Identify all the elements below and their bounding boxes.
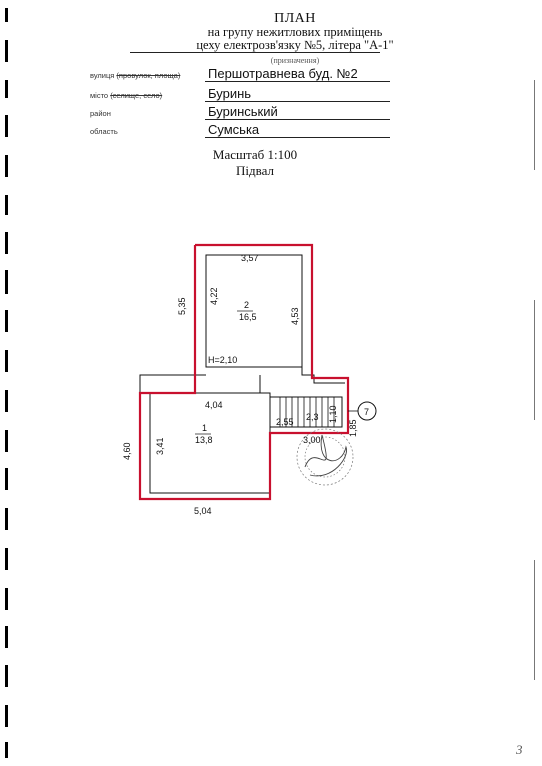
document-subtitle-2: цеху електрозв'язку №5, літера "А-1" <box>196 38 394 52</box>
dim-room1-left-outer: 4,60 <box>122 442 132 460</box>
page-number: 3 <box>516 742 523 757</box>
stair-marker-number: 7 <box>364 407 369 417</box>
binding-marks-left <box>5 0 13 766</box>
height-label: H=2,10 <box>208 355 237 365</box>
document-title: ПЛАН <box>274 11 316 26</box>
district-label: район <box>90 109 111 118</box>
document-subtitle-1: на групу нежитлових приміщень <box>207 25 383 39</box>
binding-marks-right <box>534 0 538 766</box>
dim-stair-a: 2,55 <box>276 417 294 427</box>
address-district-row: район Буринський <box>90 104 390 120</box>
floor-label: Підвал <box>236 163 274 178</box>
region-value: Сумська <box>208 122 260 137</box>
dim-room2-inner-height: 4,22 <box>209 287 219 305</box>
address-region-row: область Сумська <box>90 122 390 138</box>
stamp-signature <box>296 428 354 486</box>
purpose-underline <box>130 52 380 53</box>
street-label: вулиця (провулок, площа) <box>90 71 181 80</box>
dim-room2-right: 4,53 <box>290 307 300 325</box>
room2-area: 16,5 <box>239 312 257 322</box>
city-label: місто (селище, село) <box>90 91 163 100</box>
dim-room2-left-outer: 5,35 <box>177 297 187 315</box>
stair-treads <box>279 397 335 427</box>
room1-number: 1 <box>202 423 207 433</box>
dim-stair-e: 1,85 <box>348 419 358 437</box>
dim-room2-width: 3,57 <box>241 253 259 263</box>
floor-plan: 7 3,57 4,22 5,35 4,53 2 16,5 H=2,10 4,04… <box>122 243 377 516</box>
dim-stair-d: 3,00 <box>303 435 321 445</box>
district-value: Буринський <box>208 104 278 119</box>
city-value: Буринь <box>208 86 252 101</box>
wall-lines <box>139 254 345 494</box>
stair-marker-circle <box>357 401 377 421</box>
address-street-row: вулиця (провулок, площа) Першотравнева б… <box>90 66 390 82</box>
address-city-row: місто (селище, село) Буринь <box>90 86 390 102</box>
boundary-outline <box>138 243 350 501</box>
purpose-caption: (призначення) <box>270 56 320 65</box>
dim-bottom-width: 5,04 <box>194 506 212 516</box>
dim-room1-inner-height: 3,41 <box>155 437 165 455</box>
room1-area: 13,8 <box>195 435 213 445</box>
dim-room1-width-top: 4,04 <box>205 400 223 410</box>
room2-number: 2 <box>244 300 249 310</box>
scale-label: Масштаб 1:100 <box>212 147 298 162</box>
region-label: область <box>90 127 118 136</box>
dim-stair-b: 2,3 <box>306 412 319 422</box>
street-value: Першотравнева буд. №2 <box>208 66 358 81</box>
dim-stair-c: 1,10 <box>328 405 338 423</box>
